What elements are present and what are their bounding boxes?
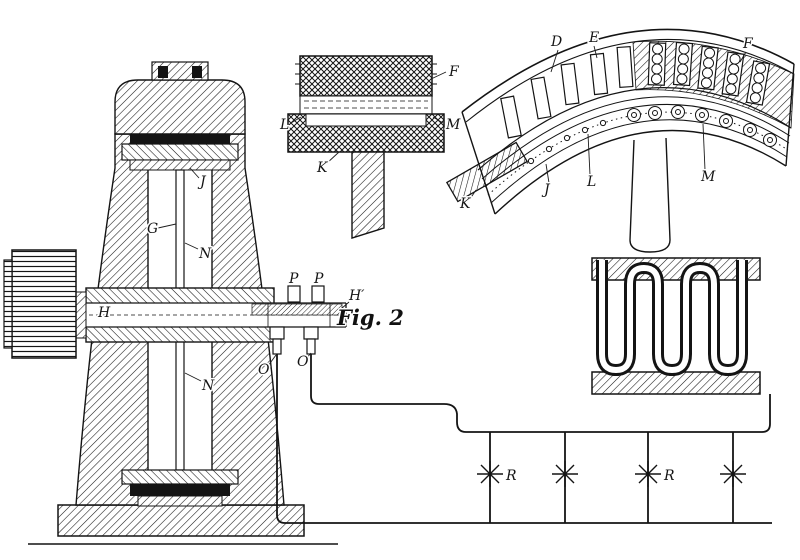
label-R-left: R — [505, 468, 517, 484]
armature-arc-section: D E F K J L M — [445, 29, 795, 253]
stud-post-right — [311, 285, 325, 303]
label-arc-E: E — [588, 30, 599, 46]
circuit-bottom-bus — [276, 354, 772, 524]
label-P-left: P — [288, 271, 299, 287]
label-arc-M: M — [700, 169, 716, 185]
lamp-star-2 — [552, 461, 578, 487]
armature-slots-empty — [500, 45, 634, 139]
detail-block-ribs — [295, 63, 437, 85]
nozzle-left — [269, 326, 285, 340]
frame-top-cap — [114, 79, 246, 135]
gear-wheel — [11, 249, 77, 359]
label-arc-D: D — [550, 34, 562, 50]
lower-assembly-band — [130, 484, 230, 496]
lamp-branches — [489, 432, 734, 523]
pole-stem — [629, 137, 671, 253]
stud-post-left — [287, 285, 301, 303]
circuit-top-rail — [468, 394, 771, 433]
label-N-upper: N — [198, 246, 212, 262]
lower-assembly-disc — [121, 469, 239, 485]
lamp-star-1 — [477, 461, 503, 487]
detail-block — [299, 55, 433, 97]
label-arc-F: F — [742, 36, 754, 52]
shaft-step-rings — [267, 303, 331, 327]
lamp-stars — [477, 461, 746, 487]
label-detail-L: L — [279, 117, 289, 133]
label-J: J — [197, 174, 207, 190]
detail-label-leaders — [290, 71, 447, 165]
brush-holder-detail: F L M K — [278, 55, 463, 239]
lamp-circuit: R R — [276, 354, 772, 524]
coil-end-spirals — [627, 105, 777, 147]
nozzle-left-neck — [272, 338, 282, 355]
lamp-star-3 — [635, 461, 661, 487]
grid-top-bar — [591, 257, 761, 281]
brush-K — [445, 141, 529, 203]
lower-assembly-foot — [137, 495, 223, 507]
label-G: G — [147, 221, 158, 237]
label-arc-L: L — [586, 174, 596, 190]
label-arc-K: K — [459, 196, 472, 212]
label-detail-F: F — [448, 64, 460, 80]
label-detail-M: M — [445, 117, 461, 133]
top-bolt-right — [192, 66, 202, 78]
circuit-feed-wire — [310, 354, 468, 433]
top-bolt-left — [158, 66, 168, 78]
serpentine-tube-inner — [599, 260, 745, 374]
label-O-left: O — [258, 362, 270, 378]
machine-cross-section: H G J N N P P H′ O O Fig. 2 — [3, 61, 405, 545]
resistor-grid — [591, 257, 761, 395]
label-H-prime: H′ — [348, 288, 365, 304]
detail-trough-rim — [305, 113, 427, 127]
lamp-star-4 — [720, 461, 746, 487]
label-P-right: P — [313, 271, 324, 287]
figure-caption: Fig. 2 — [336, 305, 404, 330]
label-O-right: O — [297, 354, 309, 370]
label-arc-J: J — [541, 182, 551, 198]
armature-slots-coils — [647, 41, 771, 106]
machine-base — [57, 504, 305, 537]
detail-stem — [351, 151, 385, 239]
lamination-dots — [527, 119, 607, 165]
label-R-right: R — [663, 468, 675, 484]
nozzle-right-neck — [306, 338, 316, 355]
nozzle-right — [303, 326, 319, 340]
shaft-tip-hatch — [251, 303, 343, 316]
gear-teeth-edge — [3, 259, 13, 349]
detail-gap — [299, 95, 433, 115]
detail-dashed-lines — [304, 100, 428, 109]
arc-label-leaders — [469, 45, 747, 200]
label-H: H — [97, 305, 111, 321]
shaft-outline — [40, 302, 347, 328]
upper-assembly-band — [130, 134, 230, 144]
upper-assembly-flange — [129, 159, 231, 171]
label-detail-K: K — [316, 160, 329, 176]
upper-assembly-disc — [121, 143, 239, 161]
label-N-lower: N — [201, 378, 215, 394]
machine-label-leaders — [157, 167, 350, 382]
